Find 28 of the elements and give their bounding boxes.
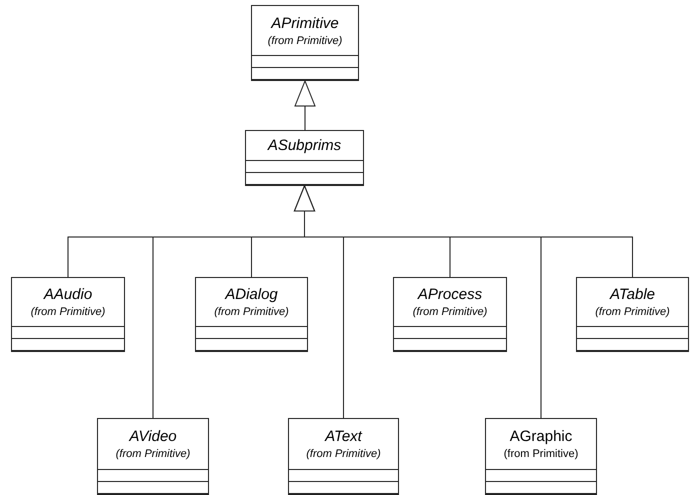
class-name: ATable bbox=[610, 286, 656, 303]
class-name: ASubprims bbox=[268, 137, 342, 154]
package-label: (from Primitive) bbox=[412, 306, 488, 318]
class-box bbox=[393, 277, 507, 352]
class-box bbox=[245, 130, 364, 186]
class-box bbox=[251, 5, 359, 81]
generalization-arrow bbox=[294, 80, 316, 130]
package-label: (from Primitive) bbox=[306, 448, 381, 460]
class-name: AAudio bbox=[44, 286, 92, 303]
package-label: (from Primitive) bbox=[504, 448, 578, 460]
generalization-arrow bbox=[294, 186, 633, 278]
class-box bbox=[11, 277, 125, 352]
class-box bbox=[97, 418, 209, 495]
class-name: AGraphic bbox=[510, 428, 572, 445]
class-box bbox=[195, 277, 308, 352]
class-box bbox=[485, 418, 597, 495]
class-name: AVideo bbox=[129, 428, 177, 445]
package-label: (from Primitive) bbox=[214, 306, 289, 318]
class-name: ADialog bbox=[225, 286, 278, 303]
class-name: AText bbox=[325, 428, 362, 445]
class-name: APrimitive bbox=[271, 14, 339, 32]
package-label: (from Primitive) bbox=[268, 34, 342, 46]
class-box bbox=[288, 418, 399, 495]
class-name: AProcess bbox=[418, 286, 482, 303]
package-label: (from Primitive) bbox=[116, 448, 190, 460]
package-label: (from Primitive) bbox=[595, 306, 670, 318]
package-label: (from Primitive) bbox=[30, 306, 106, 318]
class-box bbox=[576, 277, 689, 352]
